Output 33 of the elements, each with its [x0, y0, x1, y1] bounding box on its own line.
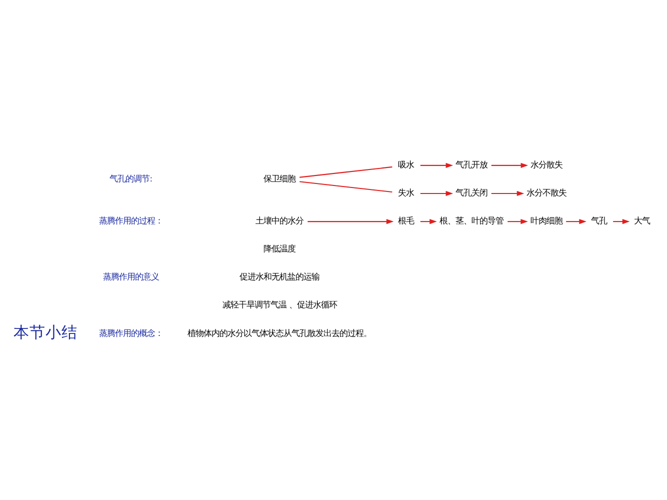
node-text: 叶肉细胞 — [530, 216, 562, 226]
arrow — [420, 190, 454, 196]
connector — [300, 166, 392, 178]
label: 植物体内的水分以气体状态从气孔散发出去的过程。 — [188, 328, 372, 338]
label: 减轻干旱调节气温 、促进水循环 — [222, 300, 338, 310]
node-text: 大气 — [634, 216, 650, 226]
label: 蒸腾作用的意义 — [103, 272, 160, 282]
label: 蒸腾作用的过程： — [99, 216, 164, 226]
arrow — [420, 219, 437, 224]
arrow — [508, 219, 528, 224]
node-text: 水分不散失 — [526, 187, 566, 198]
node-text: 失水 — [398, 187, 414, 198]
arrow — [491, 190, 524, 196]
arrow — [566, 219, 586, 224]
node-text: 吸水 — [398, 159, 414, 170]
label: 降低温度 — [264, 244, 296, 254]
arrow — [420, 162, 454, 168]
arrow — [308, 219, 394, 224]
node-text: 气孔开放 — [455, 159, 488, 170]
node-text: 土壤中的水分 — [256, 216, 304, 226]
arrow — [491, 162, 528, 168]
label: 促进水和无机盐的运输 — [240, 272, 320, 282]
label: 气孔的调节: — [110, 173, 153, 184]
node-text: 保卫细胞 — [264, 173, 296, 184]
arrow — [613, 219, 630, 224]
node-text: 水分散失 — [530, 159, 562, 170]
node-text: 气孔 — [591, 216, 608, 226]
node-text: 根、茎、叶的导管 — [439, 216, 504, 226]
label: 蒸腾作用的概念： — [99, 328, 164, 338]
connector — [300, 181, 392, 192]
label: 本节小结 — [13, 324, 78, 342]
node-text: 气孔关闭 — [455, 187, 488, 198]
node-text: 根毛 — [398, 216, 414, 226]
